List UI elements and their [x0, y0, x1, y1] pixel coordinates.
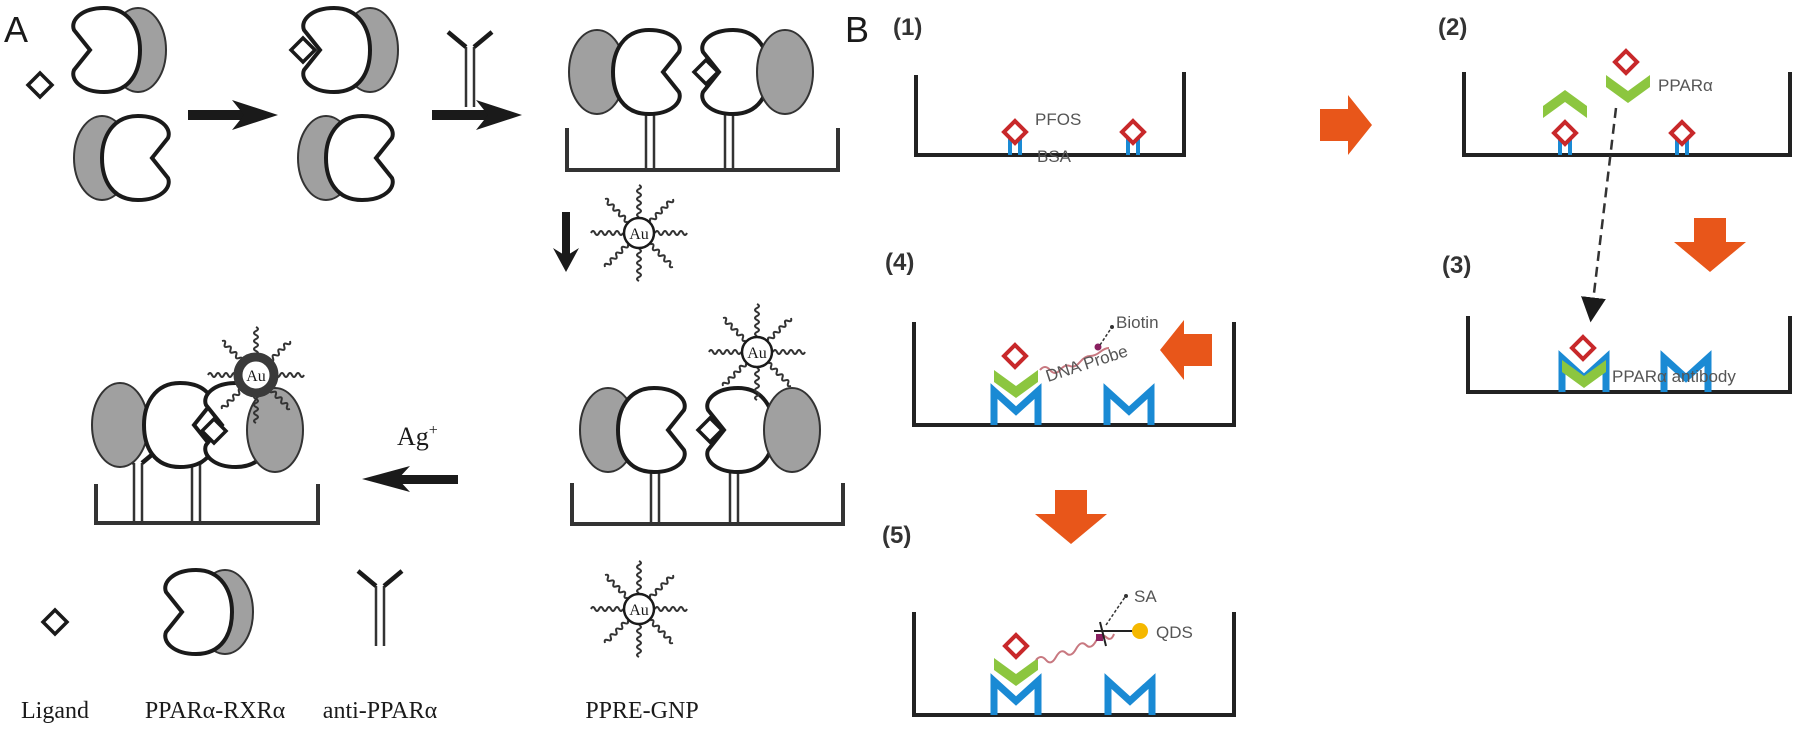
legend: Au Ligand PPARα-RXRα anti-PPARα PPRE-GNP: [21, 561, 699, 724]
orange-arrow-down-icon: [1674, 218, 1746, 272]
orange-arrow-left-icon: [1160, 320, 1212, 380]
ppar-icon: [324, 114, 395, 202]
biotin-label: Biotin: [1116, 313, 1159, 332]
dna-probe-icon: [1039, 347, 1110, 374]
pfos-icon: [1003, 633, 1029, 659]
silver-enhancement-arrow: Ag+: [362, 422, 458, 492]
antibody-icon: [448, 32, 492, 107]
orange-arrow-down-icon: [1035, 490, 1107, 544]
dna-probe-label: DNA Probe: [1043, 341, 1130, 385]
rxr-icon: [246, 387, 304, 473]
rxr-icon: [91, 382, 149, 468]
qds-label: QDS: [1156, 623, 1193, 642]
antibody-m-icon: [994, 681, 1038, 715]
panel-b-label: B: [845, 9, 869, 50]
panel-a: A: [4, 6, 845, 724]
ag-label: Ag+: [397, 422, 438, 451]
orange-arrow-right-icon: [1320, 95, 1372, 155]
gold-nanoparticle-icon: Au: [709, 304, 805, 400]
antibody-m-icon: [1107, 391, 1151, 425]
ppar-antibody-label: PPARα antibody: [1612, 367, 1736, 386]
ppar-icon: [611, 28, 682, 116]
stage-free-receptors: [26, 6, 171, 202]
pfos-icon: [1002, 343, 1028, 369]
silver-coated-nanoparticle-icon: Au: [208, 327, 304, 423]
legend-label-receptor: PPARα-RXRα: [145, 698, 286, 724]
ppar-alpha-label: PPARα: [1658, 76, 1713, 95]
gold-nanoparticle-icon: Au: [591, 561, 687, 657]
legend-label-gnp: PPRE-GNP: [585, 698, 698, 724]
antibody-icon: [358, 571, 402, 646]
receptor-dimer-icon: [163, 568, 254, 656]
svg-text:Au: Au: [629, 602, 649, 619]
svg-text:Au: Au: [747, 345, 767, 362]
pfos-icon: [1669, 120, 1695, 146]
svg-text:Au: Au: [246, 368, 266, 385]
ligand-diamond-icon: [41, 608, 69, 636]
stage-gnp-bound-well: Au: [570, 304, 845, 524]
pfos-icon: [1613, 49, 1639, 75]
ligand-icon: [26, 71, 54, 99]
ppar-alpha-icon: [994, 658, 1038, 686]
arrow-right-icon: [188, 100, 278, 130]
step-number: (3): [1442, 252, 1471, 279]
ppar-icon: [142, 381, 213, 469]
pfos-icon: [1570, 335, 1596, 361]
stage-captured-well: [565, 28, 840, 170]
pfos-icon: [1002, 119, 1028, 145]
step-number: (2): [1438, 14, 1467, 41]
ppar-icon: [616, 386, 687, 474]
step-2: (2) PPARα: [1438, 14, 1792, 323]
ppar-alpha-icon: [1606, 75, 1650, 103]
biotin-dot-icon: [1094, 343, 1102, 351]
step-number: (5): [882, 522, 911, 549]
sa-label: SA: [1134, 587, 1157, 606]
gold-nanoparticle-icon: Au: [591, 185, 687, 281]
step-5: (5) SA QDS: [882, 522, 1236, 715]
rxr-icon: [756, 29, 814, 115]
panel-b: B (1) PFOS BSA (2) PPARα: [845, 9, 1792, 715]
quantum-dot-icon: [1132, 623, 1148, 639]
pfos-icon: [1552, 120, 1578, 146]
ppar-icon: [71, 6, 142, 94]
au-label: Au: [629, 226, 649, 243]
ppar-alpha-icon: [1543, 90, 1587, 118]
stage-ligand-bound: [289, 6, 399, 202]
legend-label-ligand: Ligand: [21, 698, 89, 724]
dashed-transfer-arrow: [1581, 107, 1618, 323]
biotin-icon: [1096, 634, 1103, 641]
antibody-m-icon: [1108, 681, 1152, 715]
step-number: (4): [885, 249, 914, 276]
step-1: (1) PFOS BSA: [893, 14, 1186, 166]
ppar-icon: [100, 114, 171, 202]
panel-a-label: A: [4, 9, 28, 50]
legend-label-antibody: anti-PPARα: [323, 698, 438, 724]
pfos-label: PFOS: [1035, 110, 1081, 129]
arrow-right-icon: [432, 100, 522, 130]
streptavidin-icon: [1099, 621, 1107, 647]
pfos-icon: [1120, 119, 1146, 145]
rxr-icon: [763, 387, 821, 473]
step-number: (1): [893, 14, 922, 41]
arrow-down-icon: [553, 212, 579, 272]
step-3: (3) PPARα antibody: [1442, 252, 1792, 392]
stage-silver-enhanced-well: Au: [91, 327, 320, 523]
bsa-label: BSA: [1037, 147, 1072, 166]
